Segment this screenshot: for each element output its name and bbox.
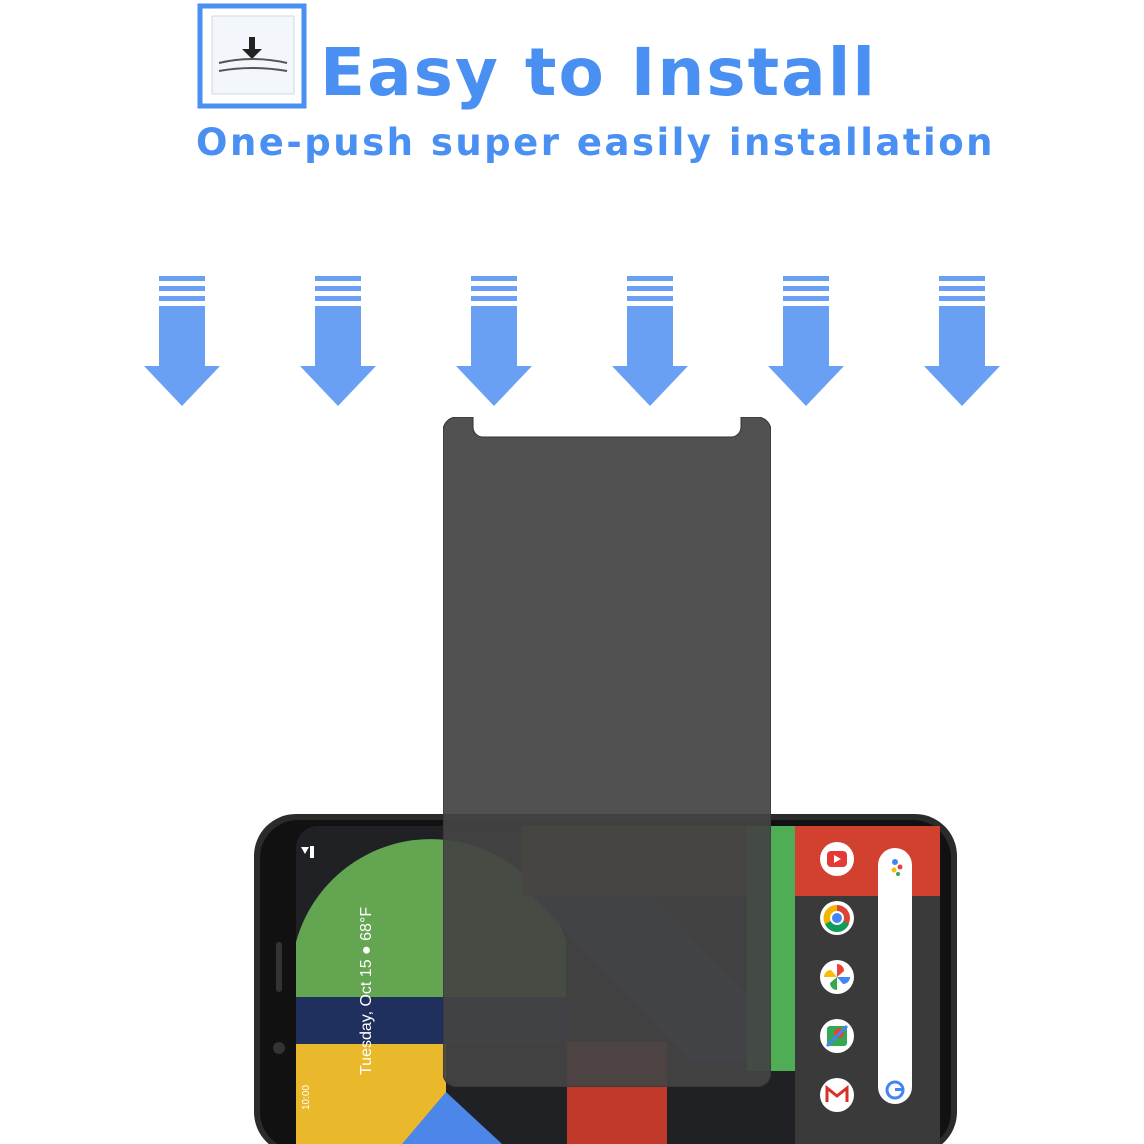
privacy-screen-protector [443, 417, 771, 1087]
assistant-icon [891, 859, 903, 876]
page-title: Easy to Install [320, 34, 877, 111]
down-arrow-icon [144, 276, 220, 406]
date-weather-text: Tuesday, Oct 15 ● 68°F [358, 906, 375, 1075]
photos-icon [820, 960, 854, 994]
down-arrow-icon [456, 276, 532, 406]
down-arrow-icon [768, 276, 844, 406]
down-arrow-icon [924, 276, 1000, 406]
down-arrow-icon [612, 276, 688, 406]
down-arrow-icon [300, 276, 376, 406]
google-search-icon [885, 1080, 905, 1100]
download-install-icon [197, 3, 307, 109]
gmail-icon [820, 1078, 854, 1112]
youtube-icon [820, 842, 854, 876]
maps-icon [820, 1019, 854, 1053]
status-icons [301, 846, 314, 858]
clock-text: 10:00 [301, 1084, 312, 1110]
page-subtitle: One-push super easily installation [196, 121, 996, 164]
chrome-icon [820, 901, 854, 935]
